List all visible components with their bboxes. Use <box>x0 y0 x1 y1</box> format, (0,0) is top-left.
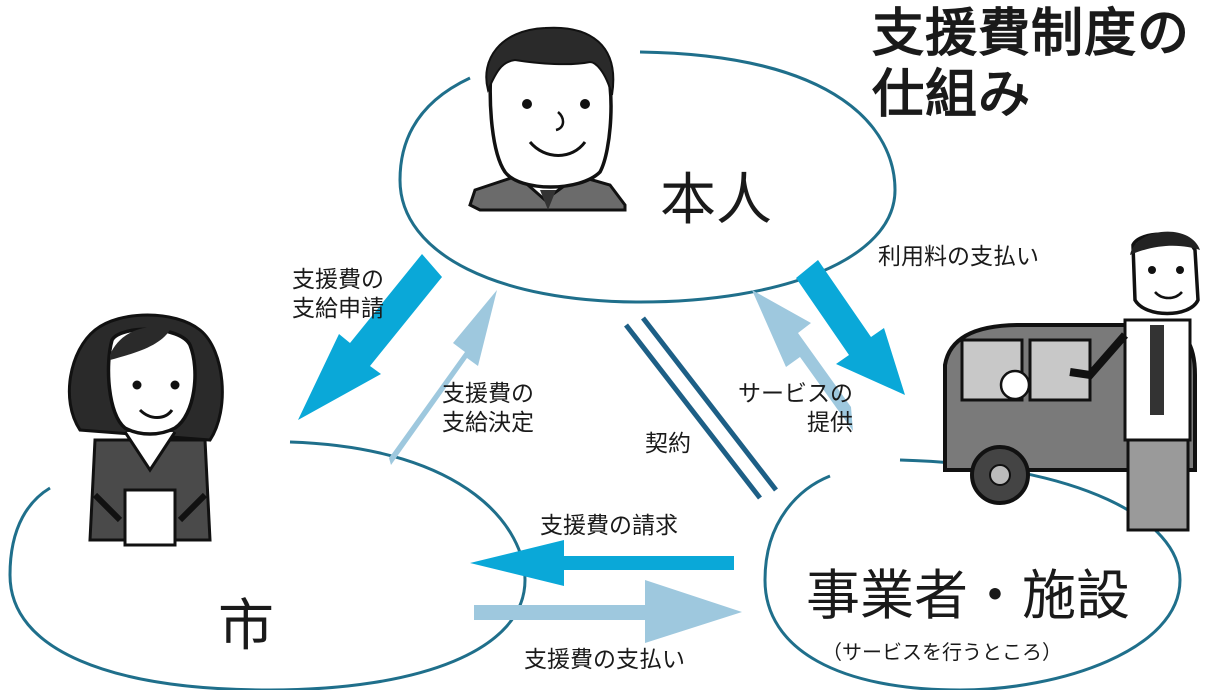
claim-arrow <box>470 540 734 586</box>
person-label: 本人 <box>660 168 772 233</box>
fee-arrow <box>796 260 905 395</box>
claim-label: 支援費の請求 <box>540 513 678 539</box>
decision-label-line-2: 支給決定 <box>442 409 534 436</box>
application-label-line-2: 支給申請 <box>292 295 384 322</box>
person-ellipse <box>398 50 897 304</box>
payment-arrow <box>474 580 742 643</box>
service-label: サービスの 提供 <box>738 380 853 438</box>
application-label: 支援費の 支給申請 <box>292 266 384 324</box>
service-arrow <box>752 290 853 431</box>
title-line-2: 仕組み <box>872 65 1032 126</box>
application-label-line-1: 支援費の <box>292 267 384 293</box>
provider-sublabel: （サービスを行うところ） <box>822 640 1062 664</box>
decision-label: 支援費の 支給決定 <box>442 380 534 438</box>
service-label-line-1: サービスの <box>738 381 853 407</box>
city-label: 市 <box>218 594 274 659</box>
provider-label: 事業者・施設 <box>806 564 1130 627</box>
provider-illustration <box>943 231 1200 532</box>
service-label-line-2: 提供 <box>807 409 853 436</box>
contract-line <box>624 316 778 500</box>
contract-label: 契約 <box>645 431 691 457</box>
decision-label-line-1: 支援費の <box>442 381 534 407</box>
application-arrow <box>298 254 442 420</box>
city-staff-illustration <box>67 313 224 547</box>
diagram-title: 支援費制度の 仕組み <box>872 4 1190 127</box>
decision-arrow <box>389 290 497 465</box>
payment-label: 支援費の支払い <box>524 647 685 673</box>
fee-label: 利用料の支払い <box>878 244 1039 270</box>
city-ellipse <box>8 440 527 690</box>
person-illustration <box>468 26 627 212</box>
title-line-1: 支援費制度の <box>872 4 1191 64</box>
